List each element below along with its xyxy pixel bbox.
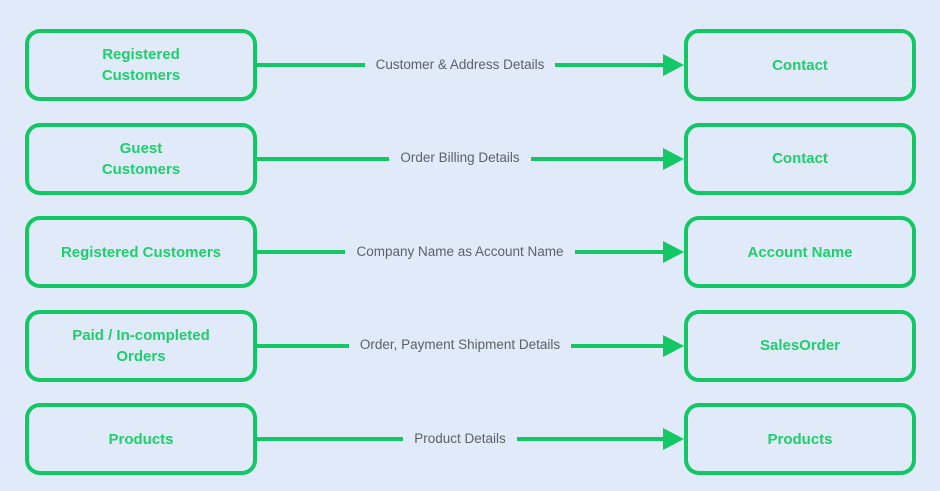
connector-line <box>257 250 346 254</box>
mapping-row-registered-customers-contact: Registered Customers Customer & Address … <box>25 29 916 101</box>
target-entity-label: Contact <box>772 56 828 74</box>
connector-line <box>257 343 349 348</box>
source-entity-box: Registered Customers <box>25 29 257 101</box>
connector-line <box>257 437 404 441</box>
source-entity-box: Paid / In-completed Orders <box>25 309 257 382</box>
target-entity-box: SalesOrder <box>684 309 916 382</box>
source-entity-label: Paid / In-completed Orders <box>72 326 210 365</box>
target-entity-label: Account Name <box>747 243 853 261</box>
mapping-label: Order Billing Details <box>400 150 520 165</box>
connector-line <box>530 156 664 161</box>
arrowhead-icon <box>663 428 685 450</box>
connector-line <box>555 63 664 67</box>
source-entity-label: Products <box>108 430 174 448</box>
mapping-label: Product Details <box>414 430 506 446</box>
mapping-label: Company Name as Account Name <box>356 243 564 259</box>
connector-line <box>516 437 664 441</box>
connector: Customer & Address Details <box>257 29 685 101</box>
mapping-row-orders-salesorder: Paid / In-completed Orders Order, Paymen… <box>25 309 916 382</box>
target-entity-label: Products <box>767 430 833 448</box>
source-entity-box: Guest Customers <box>25 122 257 195</box>
mapping-row-products-products: Products Product Details Products <box>25 403 916 475</box>
target-entity-box: Account Name <box>684 216 916 288</box>
source-entity-label: Registered Customers <box>60 243 222 261</box>
arrowhead-icon <box>663 147 685 170</box>
arrowhead-icon <box>663 54 685 76</box>
connector-line <box>574 250 664 254</box>
mapping-row-registered-customers-account-name: Registered Customers Company Name as Acc… <box>25 216 916 288</box>
target-entity-box: Products <box>684 403 916 475</box>
arrowhead-icon <box>663 241 685 263</box>
source-entity-box: Products <box>25 403 257 475</box>
mapping-label: Customer & Address Details <box>375 56 545 72</box>
mapping-row-guest-customers-contact: Guest Customers Order Billing Details Co… <box>25 122 916 195</box>
source-entity-box: Registered Customers <box>25 216 257 288</box>
connector: Order, Payment Shipment Details <box>257 310 684 382</box>
target-entity-box: Contact <box>684 29 916 101</box>
target-entity-label: SalesOrder <box>759 337 841 354</box>
target-entity-box: Contact <box>684 122 916 195</box>
connector: Product Details <box>257 403 685 475</box>
target-entity-label: Contact <box>772 150 828 167</box>
connector-line <box>257 63 365 67</box>
mapping-label: Order, Payment Shipment Details <box>359 337 561 352</box>
source-entity-label: Registered Customers <box>101 46 181 84</box>
connector: Company Name as Account Name <box>257 216 685 288</box>
arrowhead-icon <box>663 334 684 357</box>
connector: Order Billing Details <box>257 123 685 195</box>
connector-line <box>571 343 663 348</box>
source-entity-label: Guest Customers <box>101 139 181 178</box>
connector-line <box>257 156 390 161</box>
